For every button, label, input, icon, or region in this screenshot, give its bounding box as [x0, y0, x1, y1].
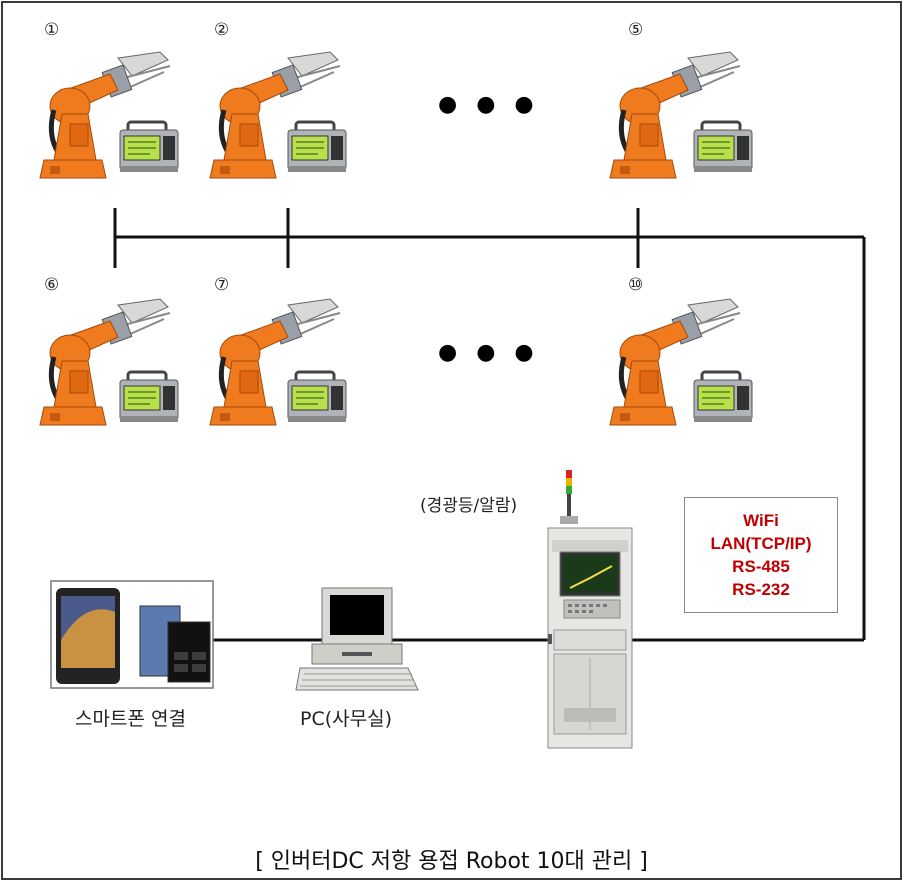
protocol-wifi: WiFi [743, 511, 779, 530]
diagram-title: [ 인버터DC 저항 용접 Robot 10대 관리 ] [255, 849, 648, 874]
protocol-lan: LAN(TCP/IP) [710, 534, 812, 553]
station-label-5: ⑤ [628, 20, 644, 40]
station-label-7: ⑦ [214, 275, 230, 295]
ellipsis-row-1: ● ● ● [438, 92, 540, 117]
smartphone-label: 스마트폰 연결 [75, 708, 186, 730]
smartphone-icon [50, 580, 214, 689]
station-label-6: ⑥ [44, 275, 60, 295]
ellipsis-row-2: ● ● ● [438, 340, 540, 365]
pc-label: PC(사무실) [300, 708, 392, 730]
protocol-rs232: RS-232 [732, 580, 790, 599]
alarm-label: (경광등/알람) [420, 496, 518, 516]
protocol-box: WiFi LAN(TCP/IP) RS-485 RS-232 [684, 497, 838, 613]
control-cabinet-icon [547, 527, 633, 749]
station-label-10: ⑩ [628, 275, 644, 295]
station-label-2: ② [214, 20, 230, 40]
pc-icon [295, 587, 419, 691]
alarm-tower-icon [560, 470, 578, 524]
station-label-1: ① [44, 20, 60, 40]
protocol-rs485: RS-485 [732, 557, 790, 576]
